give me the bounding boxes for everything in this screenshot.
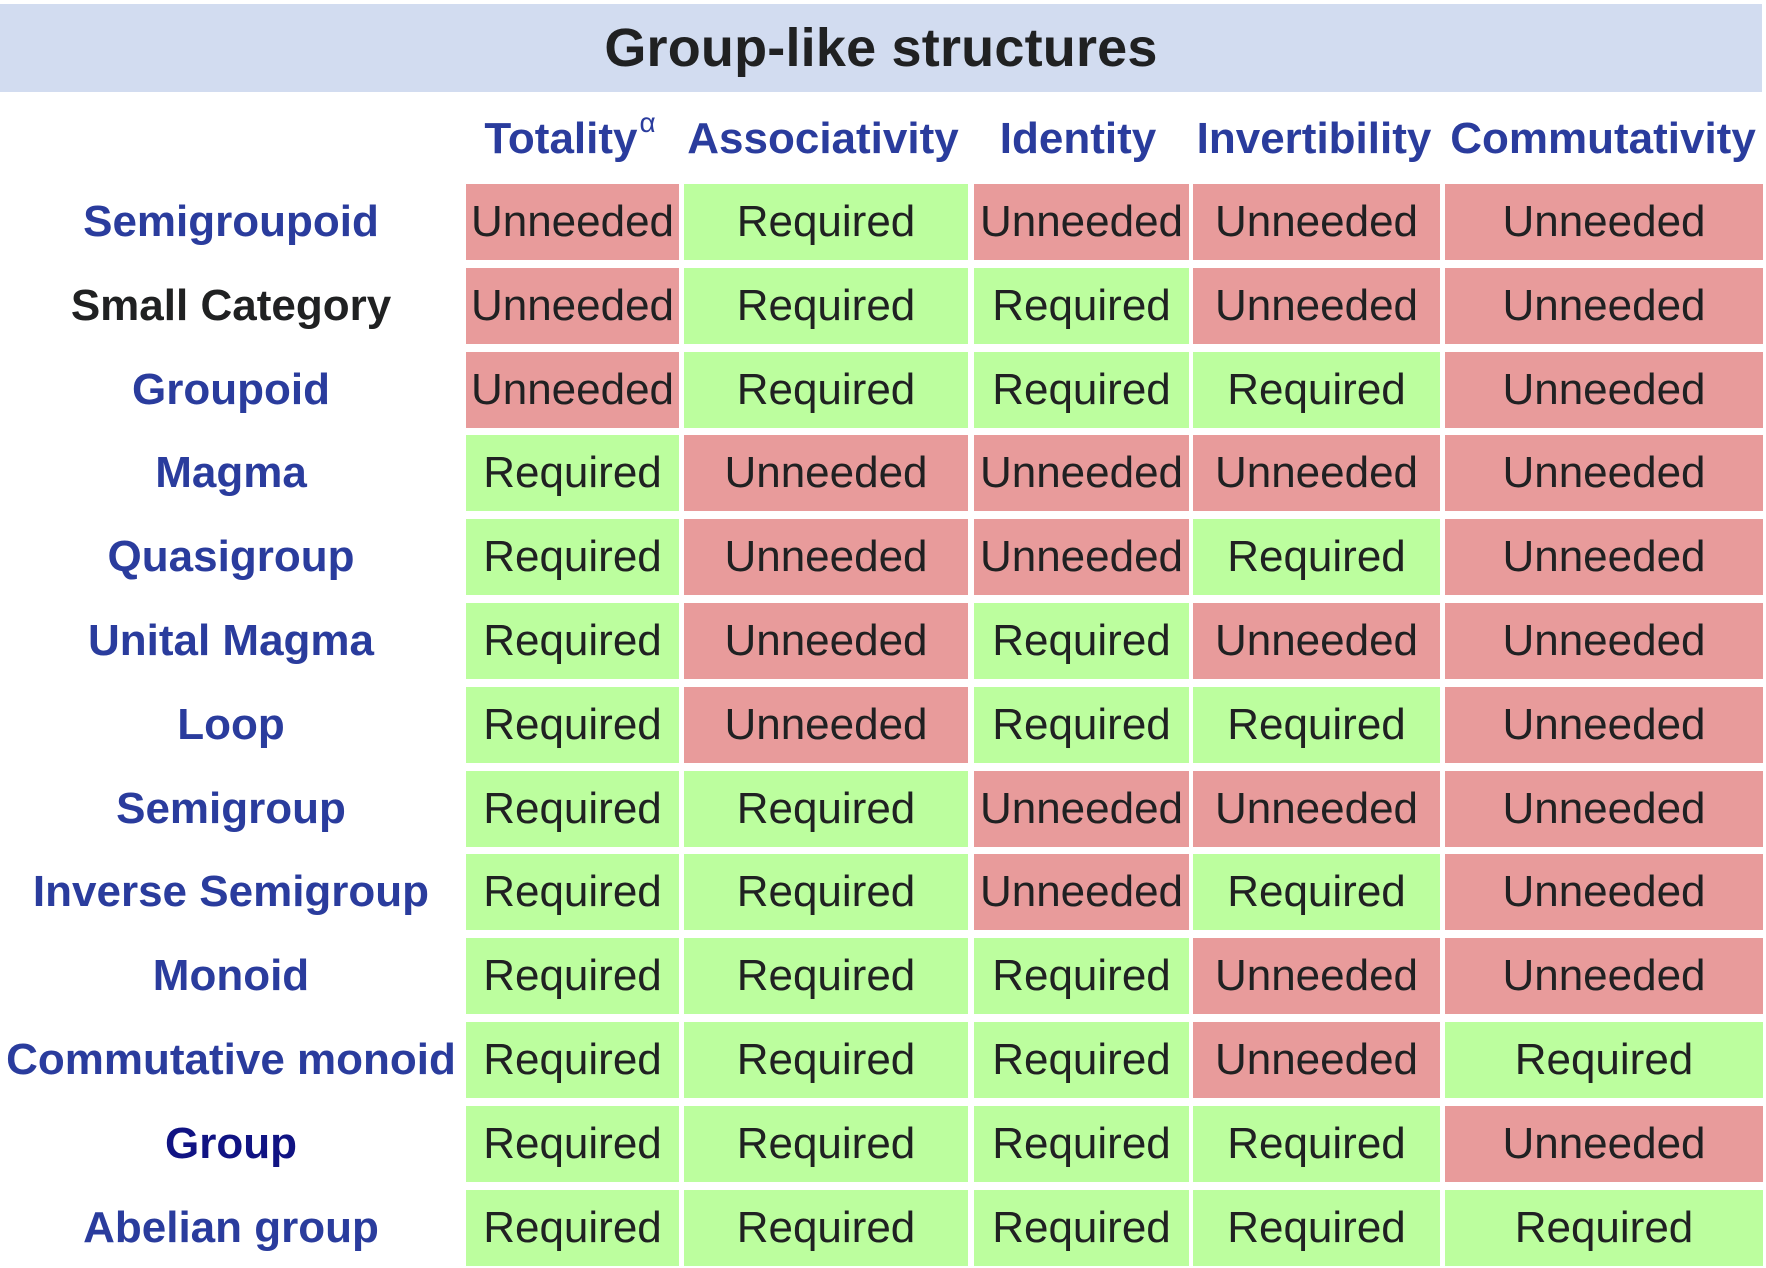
table-cell: Required: [684, 938, 968, 1014]
row-header[interactable]: Abelian group: [83, 1203, 379, 1252]
table-cell: Required: [1193, 519, 1440, 595]
table-cell: Required: [466, 1190, 679, 1266]
table-cell: Required: [974, 352, 1189, 428]
table-cell: Required: [466, 687, 679, 763]
table-cell: Unneeded: [1445, 1106, 1763, 1182]
row-header[interactable]: Magma: [155, 448, 307, 497]
table-cell: Required: [974, 603, 1189, 679]
table-cell: Unneeded: [466, 184, 679, 260]
table-cell: Required: [684, 184, 968, 260]
column-header-label: Invertibility: [1196, 114, 1432, 163]
table-cell: Unneeded: [974, 184, 1189, 260]
table-cell: Unneeded: [1193, 184, 1440, 260]
table-cell: Required: [974, 1106, 1189, 1182]
table-cell: Required: [1193, 1106, 1440, 1182]
table-cell: Unneeded: [1445, 854, 1763, 930]
column-header-commutativity[interactable]: Commutativity: [1440, 104, 1766, 174]
row-header[interactable]: Commutative monoid: [6, 1035, 456, 1084]
table-cell: Required: [466, 435, 679, 511]
table-cell: Required: [684, 771, 968, 847]
table-cell: Required: [466, 603, 679, 679]
table-cell: Required: [684, 352, 968, 428]
page-title: Group-like structures: [604, 18, 1158, 78]
table-cell: Unneeded: [1193, 435, 1440, 511]
row-header[interactable]: Semigroup: [116, 784, 346, 833]
footnote-alpha[interactable]: α: [639, 107, 656, 138]
table-cell: Unneeded: [1193, 268, 1440, 344]
row-header[interactable]: Semigroupoid: [83, 197, 379, 246]
table-cell: Unneeded: [684, 435, 968, 511]
column-header-associativity[interactable]: Associativity: [678, 104, 968, 174]
table-cell: Required: [1445, 1190, 1763, 1266]
table-cell: Unneeded: [1445, 771, 1763, 847]
column-header-label: Associativity: [687, 114, 959, 163]
row-header[interactable]: Quasigroup: [107, 532, 355, 581]
table-cell: Unneeded: [684, 603, 968, 679]
table-cell: Required: [684, 1022, 968, 1098]
table-cell: Required: [974, 1022, 1189, 1098]
table-cell: Required: [1193, 687, 1440, 763]
column-header-label: Commutativity: [1450, 114, 1756, 163]
table-cell: Required: [1445, 1022, 1763, 1098]
row-header: Small Category: [70, 281, 392, 330]
table-cell: Required: [684, 268, 968, 344]
column-header-invertibility[interactable]: Invertibility: [1188, 104, 1440, 174]
table-cell: Unneeded: [1445, 603, 1763, 679]
table-cell: Unneeded: [466, 352, 679, 428]
table-cell: Unneeded: [1445, 184, 1763, 260]
table-cell: Required: [974, 1190, 1189, 1266]
table-cell: Unneeded: [1193, 603, 1440, 679]
table-cell: Required: [1193, 1190, 1440, 1266]
row-header[interactable]: Inverse Semigroup: [32, 867, 430, 916]
column-header-label: Totality: [484, 114, 638, 163]
table-cell: Required: [466, 519, 679, 595]
table-cell: Required: [974, 938, 1189, 1014]
column-header-identity[interactable]: Identity: [968, 104, 1188, 174]
table-cell: Unneeded: [466, 268, 679, 344]
table-cell: Unneeded: [684, 687, 968, 763]
table-cell: Required: [466, 938, 679, 1014]
table-cell: Required: [466, 854, 679, 930]
table-cell: Required: [684, 1190, 968, 1266]
table-cell: Unneeded: [1445, 352, 1763, 428]
table-cell: Unneeded: [1445, 519, 1763, 595]
row-header[interactable]: Loop: [177, 700, 285, 749]
table-cell: Unneeded: [1445, 268, 1763, 344]
table-cell: Required: [684, 854, 968, 930]
table-cell: Required: [974, 687, 1189, 763]
table-cell: Unneeded: [974, 771, 1189, 847]
table-cell: Required: [1193, 854, 1440, 930]
table-cell: Unneeded: [1193, 938, 1440, 1014]
table-cell: Unneeded: [1445, 938, 1763, 1014]
table-cell: Unneeded: [1193, 771, 1440, 847]
title-bar: Group-like structures: [0, 4, 1762, 92]
table-cell: Required: [466, 771, 679, 847]
table-cell: Unneeded: [1445, 435, 1763, 511]
table-cell: Unneeded: [1193, 1022, 1440, 1098]
table-cell: Required: [466, 1106, 679, 1182]
table-cell: Unneeded: [974, 854, 1189, 930]
row-header[interactable]: Monoid: [152, 951, 310, 1000]
row-header[interactable]: Unital Magma: [87, 616, 375, 665]
table-cell: Required: [684, 1106, 968, 1182]
row-header[interactable]: Group: [165, 1119, 297, 1168]
table-cell: Unneeded: [684, 519, 968, 595]
table-cell: Unneeded: [974, 519, 1189, 595]
table-cell: Unneeded: [974, 435, 1189, 511]
table-cell: Required: [1193, 352, 1440, 428]
row-header[interactable]: Groupoid: [132, 365, 330, 414]
column-header-label: Identity: [999, 114, 1157, 163]
table-cell: Required: [466, 1022, 679, 1098]
table-cell: Unneeded: [1445, 687, 1763, 763]
table-cell: Required: [974, 268, 1189, 344]
